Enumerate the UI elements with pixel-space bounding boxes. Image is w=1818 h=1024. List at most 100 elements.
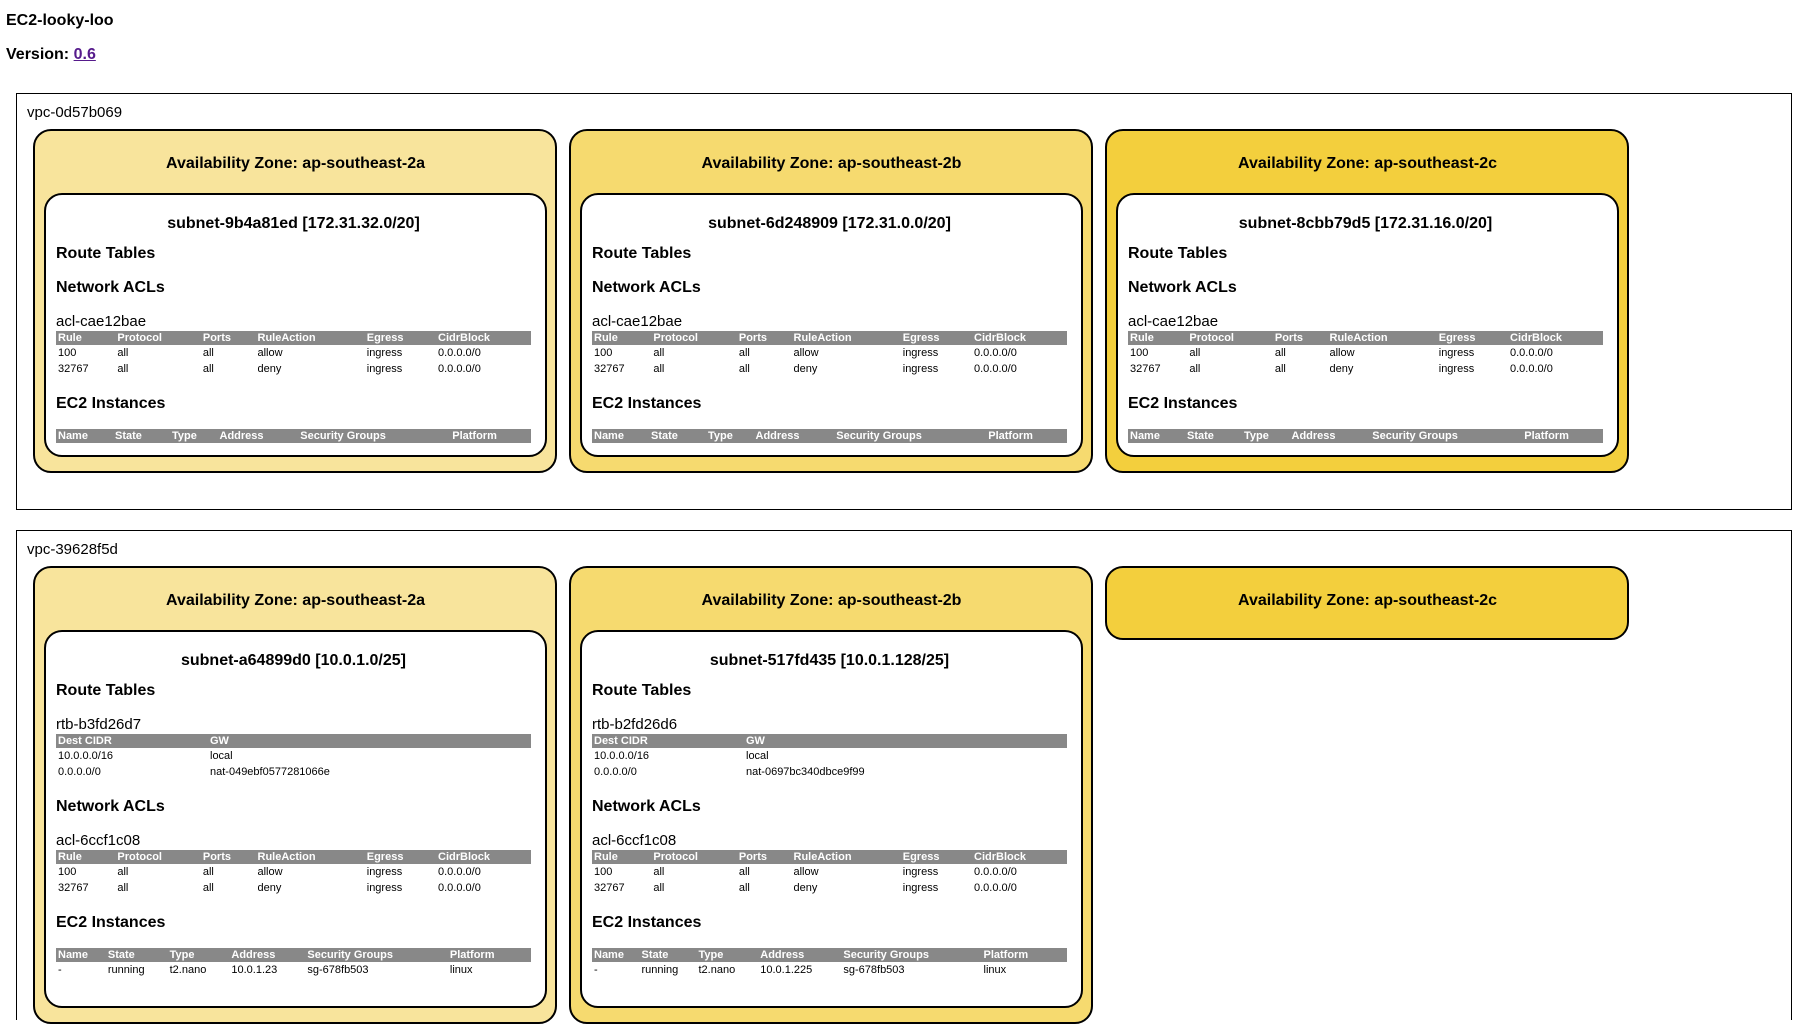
ec2-instances-heading: EC2 Instances [56,395,166,412]
version-link[interactable]: 0.6 [73,46,96,63]
ec2-row: - running t2.nano 10.0.1.23 sg-678fb503 … [56,962,531,978]
acl-row: 32767 all all deny ingress 0.0.0.0/0 [592,361,1067,377]
availability-zone-row: Availability Zone: ap-southeast-2a subne… [33,566,1629,1024]
acl-cell: 0.0.0.0/0 [438,347,481,359]
acl-cell: all [1189,363,1201,375]
acl-header-egress: Egress [1436,331,1508,345]
acl-cell: 100 [58,347,77,359]
route-cell: nat-049ebf0577281066e [210,766,330,778]
acl-header-rule: Rule [592,331,652,345]
route-tables-heading: Route Tables [56,245,156,262]
acl-cell: all [202,347,214,359]
route-table: Dest CIDR GW 10.0.0.0/16 local 0.0.0.0/0… [56,734,531,780]
ec2-header-type: Type [170,429,218,443]
acl-cell: 32767 [58,882,89,894]
acl-name: acl-6ccf1c08 [56,832,141,849]
acl-cell: 100 [58,866,77,878]
availability-zone-title: Availability Zone: ap-southeast-2c [1237,592,1497,609]
ec2-cell: linux [983,964,1007,976]
vpc-panel: vpc-39628f5d Availability Zone: ap-south… [16,530,1792,1024]
acl-header-row: Rule Protocol Ports RuleAction Egress Ci… [592,850,1067,864]
subnet-card: subnet-9b4a81ed [172.31.32.0/20] Route T… [44,193,547,457]
ec2-header-platform: Platform [450,429,531,443]
route-tables-heading: Route Tables [1128,245,1228,262]
ec2-header-row: Name State Type Address Security Groups … [56,948,531,962]
acl-cell: all [1274,347,1286,359]
acl-cell: 0.0.0.0/0 [438,866,481,878]
route-cell: 0.0.0.0/0 [58,766,101,778]
ec2-header-type: Type [706,429,754,443]
vpc-id: vpc-39628f5d [27,541,118,558]
acl-header-protocol: Protocol [115,850,201,864]
acl-row: 32767 all all deny ingress 0.0.0.0/0 [1128,361,1603,377]
vpc-id: vpc-0d57b069 [27,104,123,121]
acl-header-ports: Ports [1272,331,1328,345]
acl-cell: deny [793,363,818,375]
acl-header-row: Rule Protocol Ports RuleAction Egress Ci… [1128,331,1603,345]
acl-cell: all [653,882,665,894]
acl-cell: ingress [902,866,939,878]
ec2-header-state: State [113,429,170,443]
route-header-dest-cidr: Dest CIDR [56,734,208,748]
ec2-header-security-groups: Security Groups [834,429,987,443]
ec2-table: Name State Type Address Security Groups … [592,429,1067,443]
acl-header-rule: Rule [56,331,116,345]
ec2-header-security-groups: Security Groups [298,429,451,443]
acl-table: Rule Protocol Ports RuleAction Egress Ci… [1128,331,1603,377]
route-header-gw: GW [208,734,531,748]
acl-cell: allow [257,347,283,359]
acl-cell: all [117,347,129,359]
ec2-cell: sg-678fb503 [307,964,369,976]
acl-cell: all [202,882,214,894]
ec2-cell: linux [449,964,473,976]
ec2-header-address: Address [229,948,306,962]
acl-header-ports: Ports [200,331,256,345]
ec2-header-name: Name [592,948,640,962]
route-table: Dest CIDR GW 10.0.0.0/16 local 0.0.0.0/0… [592,734,1067,780]
acl-cell: all [738,882,750,894]
acl-cell: all [202,363,214,375]
ec2-instances-heading: EC2 Instances [592,395,702,412]
acl-cell: ingress [902,347,939,359]
acl-header-egress: Egress [364,850,436,864]
acl-cell: 100 [594,347,613,359]
acl-row: 32767 all all deny ingress 0.0.0.0/0 [56,361,531,377]
acl-cell: allow [257,866,283,878]
acl-cell: all [738,866,750,878]
route-header-dest-cidr: Dest CIDR [592,734,744,748]
ec2-header-address: Address [753,429,835,443]
ec2-cell: 10.0.1.225 [760,964,813,976]
acl-header-cidrblock: CidrBlock [1508,331,1603,345]
ec2-cell: 10.0.1.23 [231,964,278,976]
ec2-header-platform: Platform [1522,429,1603,443]
acl-cell: 0.0.0.0/0 [438,882,481,894]
ec2-cell: running [107,964,145,976]
acl-cell: 0.0.0.0/0 [974,347,1017,359]
acl-cell: 0.0.0.0/0 [438,363,481,375]
subnet-card: subnet-a64899d0 [10.0.1.0/25] Route Tabl… [44,630,547,1008]
route-tables-heading: Route Tables [592,245,692,262]
acl-cell: all [653,363,665,375]
acl-header-protocol: Protocol [1187,331,1273,345]
acl-header-ruleaction: RuleAction [1327,331,1437,345]
acl-cell: 32767 [58,363,89,375]
acl-header-ruleaction: RuleAction [255,850,365,864]
acl-header-row: Rule Protocol Ports RuleAction Egress Ci… [56,850,531,864]
ec2-table: Name State Type Address Security Groups … [1128,429,1603,443]
network-acls-heading: Network ACLs [56,279,165,296]
acl-row: 100 all all allow ingress 0.0.0.0/0 [56,345,531,361]
ec2-cell: t2.nano [698,964,736,976]
ec2-table: Name State Type Address Security Groups … [592,948,1067,978]
acl-cell: all [1274,363,1286,375]
acl-cell: allow [793,347,819,359]
acl-cell: all [117,882,129,894]
subnet-card: subnet-8cbb79d5 [172.31.16.0/20] Route T… [1116,193,1619,457]
acl-header-row: Rule Protocol Ports RuleAction Egress Ci… [592,331,1067,345]
acl-header-ports: Ports [200,850,256,864]
ec2-row: - running t2.nano 10.0.1.225 sg-678fb503… [592,962,1067,978]
route-header-gw: GW [744,734,1067,748]
acl-name: acl-cae12bae [1128,313,1219,330]
acl-name: acl-cae12bae [56,313,147,330]
subnet-card: subnet-6d248909 [172.31.0.0/20] Route Ta… [580,193,1083,457]
acl-cell: deny [257,363,282,375]
